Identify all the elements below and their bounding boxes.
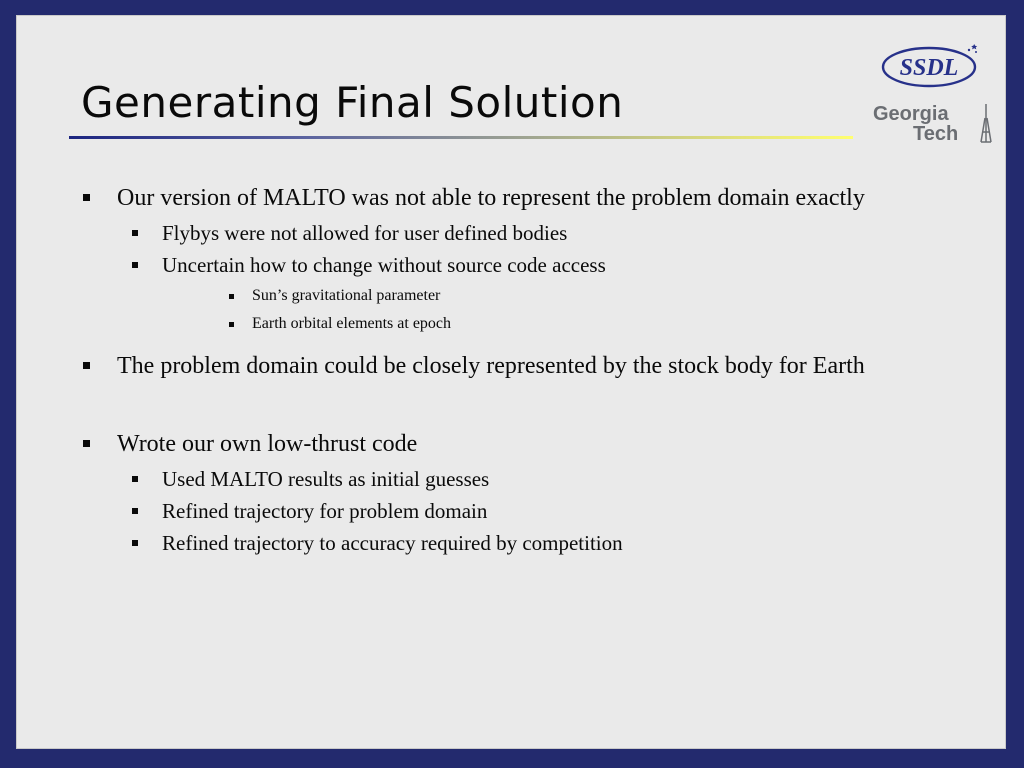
- square-bullet-icon: [229, 294, 234, 299]
- sparkle-icon: [975, 51, 977, 53]
- list-item: Refined trajectory for problem domain: [117, 497, 959, 525]
- square-bullet-icon: [83, 194, 90, 201]
- slide: Generating Final Solution SSDL Georgia T…: [16, 15, 1006, 749]
- star-icon: [971, 44, 978, 50]
- bullet-text: Refined trajectory for problem domain: [162, 499, 488, 523]
- slide-body: Our version of MALTO was not able to rep…: [79, 181, 959, 559]
- georgia-tech-logo-line1: Georgia: [873, 103, 949, 125]
- list-item: Our version of MALTO was not able to rep…: [79, 181, 959, 335]
- list-item: Flybys were not allowed for user defined…: [117, 219, 959, 247]
- list-item: Wrote our own low-thrust code Used MALTO…: [79, 427, 959, 557]
- list-item: The problem domain could be closely repr…: [79, 349, 959, 383]
- slide-title: Generating Final Solution: [81, 78, 624, 127]
- bullet-text: The problem domain could be closely repr…: [117, 353, 865, 379]
- bullet-text: Earth orbital elements at epoch: [252, 315, 452, 332]
- list-item: Uncertain how to change without source c…: [117, 251, 959, 335]
- square-bullet-icon: [132, 508, 138, 514]
- bullet-text: Refined trajectory to accuracy required …: [162, 531, 623, 555]
- list-item: Sun’s gravitational parameter: [162, 285, 959, 307]
- georgia-tech-logo: Georgia Tech: [873, 103, 992, 145]
- georgia-tech-logo-line2: Tech: [913, 123, 958, 145]
- list-item: Earth orbital elements at epoch: [162, 313, 959, 335]
- ssdl-logo-text: SSDL: [900, 55, 959, 81]
- square-bullet-icon: [132, 262, 138, 268]
- square-bullet-icon: [132, 230, 138, 236]
- square-bullet-icon: [132, 540, 138, 546]
- title-underline: [69, 136, 853, 139]
- list-item: Used MALTO results as initial guesses: [117, 465, 959, 493]
- spacer: [79, 385, 959, 427]
- square-bullet-icon: [132, 476, 138, 482]
- square-bullet-icon: [83, 440, 90, 447]
- bullet-text: Sun’s gravitational parameter: [252, 287, 441, 304]
- square-bullet-icon: [83, 362, 90, 369]
- bullet-text: Our version of MALTO was not able to rep…: [117, 185, 865, 211]
- list-item: Refined trajectory to accuracy required …: [117, 529, 959, 557]
- bullet-text: Wrote our own low-thrust code: [117, 431, 418, 457]
- tower-icon: [980, 104, 992, 143]
- sub-sub-list: Sun’s gravitational parameter Earth orbi…: [162, 285, 959, 335]
- sub-list: Flybys were not allowed for user defined…: [117, 219, 959, 335]
- square-bullet-icon: [229, 322, 234, 327]
- bullet-text: Used MALTO results as initial guesses: [162, 467, 490, 491]
- bullet-text: Uncertain how to change without source c…: [162, 253, 606, 277]
- sub-list: Used MALTO results as initial guesses Re…: [117, 465, 959, 557]
- sparkle-icon: [967, 48, 971, 52]
- bullet-list: Our version of MALTO was not able to rep…: [79, 181, 959, 557]
- ssdl-logo-ring: [881, 46, 977, 88]
- bullet-text: Flybys were not allowed for user defined…: [162, 221, 568, 245]
- ssdl-logo: SSDL: [881, 44, 978, 88]
